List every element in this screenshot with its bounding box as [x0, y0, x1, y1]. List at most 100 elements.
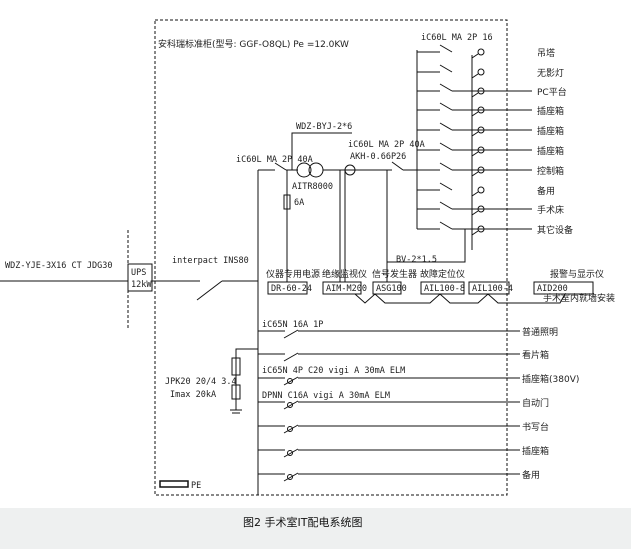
surge-arrester-icon: [231, 384, 241, 400]
isolation-cable-line: [291, 132, 352, 170]
spd-wire: [235, 348, 258, 410]
it-circuit-label: 备用: [537, 185, 555, 197]
wall-mount-note: 手术室内就墙安装: [543, 292, 615, 304]
wire: [471, 171, 479, 177]
branch-breaker-label: iC60L MA 2P 16: [421, 33, 493, 43]
instrument-label: 绝缘监视仪: [322, 268, 367, 280]
instrument-label: 故障定位仪: [420, 268, 465, 280]
branch-breaker-symbol: [439, 122, 453, 131]
spd-rating: Imax 20kA: [170, 390, 216, 400]
tn-breaker-label: iC65N 16A 1P: [262, 320, 323, 330]
rcd-icon: [287, 402, 293, 408]
spd-fuse-icon: [231, 357, 241, 376]
transformer-label: AITR8000: [292, 182, 333, 192]
output-breaker-symbol: [391, 161, 404, 171]
wire: [471, 151, 479, 157]
branch-breaker-symbol: [439, 142, 453, 151]
input-breaker-label: iC60L MA 2P 40A: [236, 155, 313, 165]
tn-breaker-symbol: [283, 329, 299, 339]
main-breaker-label: interpact INS80: [172, 256, 249, 266]
it-circuit-label: 插座箱: [537, 125, 564, 137]
tn-circuit-label: 插座箱(380V): [522, 373, 579, 385]
cabinet-border: [154, 19, 508, 496]
rcd-icon: [287, 450, 293, 456]
it-circuit-label: 手术床: [537, 204, 564, 216]
ups-box: [127, 263, 153, 292]
instrument-label: 信号发生器: [372, 268, 417, 280]
tn-circuit-label: 备用: [522, 469, 540, 481]
instrument: DR-60-24 仪器专用电源: [266, 268, 320, 295]
isolation-cable-label: WDZ-BYJ-2*6: [296, 122, 352, 132]
rcd-icon: [287, 474, 293, 480]
main-breaker-symbol: [196, 280, 223, 301]
figure-caption: 图2 手术室IT配电系统图: [243, 516, 363, 529]
instrument: ASG100 信号发生器: [372, 268, 417, 295]
rcd-icon: [287, 426, 293, 432]
contact-icon: [477, 68, 485, 76]
it-circuit-label: 吊塔: [537, 47, 555, 59]
branch-breaker-symbol: [439, 201, 453, 210]
tn-breaker-symbol: [283, 448, 299, 458]
wire: [471, 53, 479, 59]
spd-model: JPK20 20/4 3.4: [165, 377, 237, 387]
instrument-box: [533, 281, 594, 295]
instrument: AIL100-4: [468, 281, 513, 295]
it-circuit-label: 控制箱: [537, 165, 564, 177]
tn-circuit-label: 看片箱: [522, 349, 549, 361]
branch-breaker-symbol: [439, 64, 453, 73]
signal-wiring: [354, 293, 566, 304]
instrument-label: 报警与显示仪: [550, 268, 604, 280]
instrument-box: [420, 281, 465, 295]
it-circuit-label: PC平台: [537, 86, 567, 98]
instrument-model: ASG100: [376, 284, 407, 294]
it-circuit-label: 插座箱: [537, 145, 564, 157]
branch-breaker-symbol: [439, 102, 453, 111]
contact-icon: [477, 48, 485, 56]
fuse-label: 6A: [294, 198, 304, 208]
instrument-model: AIL100-4: [472, 284, 513, 294]
wire: [471, 210, 479, 216]
branch-breaker-symbol: [439, 83, 453, 92]
ct-model-label: AKH-0.66P26: [350, 152, 406, 162]
transformer-primary-icon: [296, 162, 312, 178]
pe-bar-icon: [159, 480, 189, 488]
tn-circuit-label: 插座箱: [522, 445, 549, 457]
signal-cable-label: BV-2*1.5: [396, 255, 437, 265]
instrument-model: DR-60-24: [271, 284, 312, 294]
wire: [471, 191, 479, 197]
tn-circuit-label: 自动门: [522, 397, 549, 409]
tn-circuit-label: 普通照明: [522, 326, 558, 338]
instrument-box: [322, 281, 362, 295]
instrument-model: AIL100-8: [424, 284, 465, 294]
tn-breaker-symbol: [283, 400, 299, 410]
instrument-box: [372, 281, 402, 295]
instrument-box: [267, 281, 308, 295]
tn-breaker-symbol: [283, 472, 299, 482]
instrument-model: AIM-M200: [326, 284, 367, 294]
rcd-icon: [287, 378, 293, 384]
tn-circuit-label: 书写台: [522, 421, 549, 433]
pe-label: PE: [191, 481, 201, 491]
instrument: AIM-M200 绝缘监视仪: [322, 268, 367, 295]
branch-breaker-symbol: [439, 221, 453, 230]
it-circuit-label: 插座箱: [537, 105, 564, 117]
tn-breaker-label: DPNN C16A vigi A 30mA ELM: [262, 391, 390, 401]
caption-bar: [0, 508, 631, 549]
branch-breaker-symbol: [439, 162, 453, 171]
tn-breaker-symbol: [283, 424, 299, 434]
wire: [471, 131, 479, 137]
ups-label: UPS: [131, 268, 146, 278]
output-breaker-label: iC60L MA 2P 40A: [348, 140, 425, 150]
wire: [471, 111, 479, 117]
instrument-label: 仪器专用电源: [266, 268, 320, 280]
wire: [471, 73, 479, 79]
feeder-cable-label: WDZ-YJE-3X16 CT JDG30: [5, 261, 112, 271]
branch-breaker-symbol: [439, 182, 453, 191]
instrument: AIL100-8 故障定位仪: [420, 268, 465, 295]
branch-breaker-symbol: [439, 44, 453, 53]
cabinet-title: 安科瑞标准柜(型号: GGF-O8QL) Pe =12.0KW: [158, 38, 349, 50]
wire: [387, 229, 466, 263]
